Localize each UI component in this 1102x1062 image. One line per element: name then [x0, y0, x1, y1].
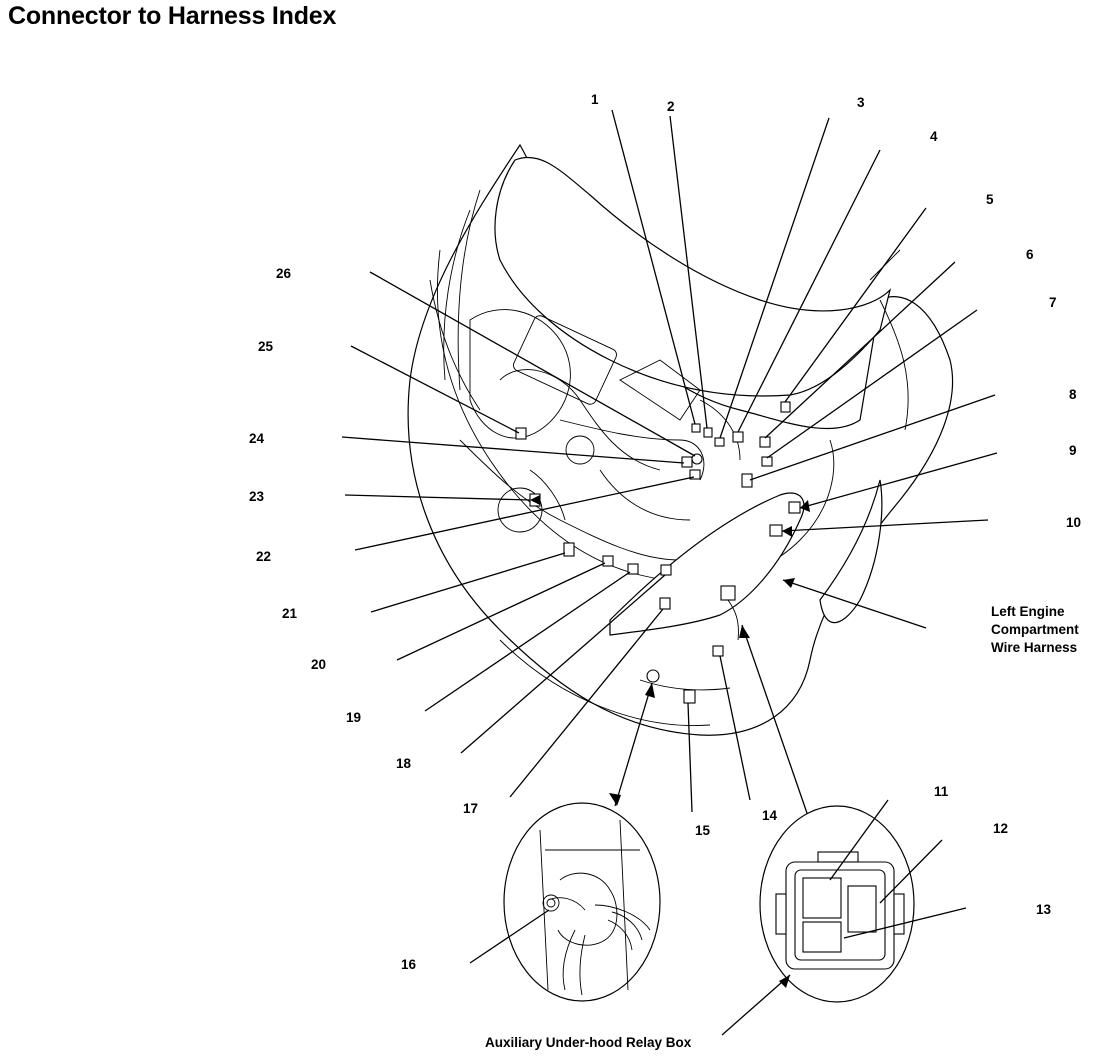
connector-22-icon — [689, 469, 701, 480]
callout-3: 3 — [857, 95, 865, 110]
connector-15-icon — [683, 689, 696, 704]
connector-14-icon — [712, 645, 724, 657]
connector-21-icon — [563, 542, 575, 557]
arrowheads — [530, 495, 810, 806]
callout-4: 4 — [930, 129, 938, 144]
callout-leader-lines — [341, 109, 998, 817]
callout-1: 1 — [591, 92, 599, 107]
connector-17-icon — [659, 597, 671, 610]
relay-box-label: Auxiliary Under-hood Relay Box — [485, 1035, 692, 1050]
inset-harness-terminal — [503, 802, 661, 1002]
callout-22: 22 — [256, 549, 271, 564]
terminal-12-icon — [847, 885, 877, 933]
connector-8-icon — [741, 473, 753, 488]
harness-label-line2: Compartment — [991, 622, 1079, 637]
callout-25: 25 — [258, 339, 274, 354]
connector-6-icon — [759, 436, 771, 448]
connector-5-icon — [780, 401, 791, 413]
connector-19-icon — [627, 563, 639, 575]
connector-25-icon — [515, 427, 527, 440]
page-title: Connector to Harness Index — [8, 2, 337, 30]
connector-26-icon — [691, 453, 703, 465]
connector-11-13-icon — [720, 585, 736, 601]
engine-compartment-illustration — [407, 143, 954, 736]
connector-3-icon — [714, 437, 725, 447]
connector-16-icon — [646, 669, 660, 683]
lower-bumper-lip — [499, 639, 731, 726]
connector-18-icon — [660, 564, 672, 576]
callout-24: 24 — [249, 431, 265, 446]
connector-24-icon — [681, 456, 693, 468]
callout-20: 20 — [311, 657, 326, 672]
connector-10-icon — [769, 524, 783, 537]
harness-label-line3: Wire Harness — [991, 640, 1077, 655]
terminal-13-icon — [802, 921, 842, 953]
callout-13: 13 — [1036, 902, 1052, 917]
callout-numbers: 1 2 3 4 5 6 7 8 9 10 11 12 13 14 15 16 1… — [249, 92, 1081, 972]
callout-23: 23 — [249, 489, 265, 504]
callout-18: 18 — [396, 756, 412, 771]
connector-4-icon — [732, 431, 744, 443]
callout-8: 8 — [1069, 387, 1077, 402]
callout-14: 14 — [762, 808, 778, 823]
callout-16: 16 — [401, 957, 417, 972]
connector-20-icon — [602, 555, 614, 567]
callout-6: 6 — [1026, 247, 1034, 262]
relay-box-wire — [727, 599, 739, 641]
callout-12: 12 — [993, 821, 1008, 836]
callout-19: 19 — [346, 710, 361, 725]
connector-9-icon — [788, 501, 801, 514]
left-fender-detail — [443, 189, 481, 391]
component-labels: Left Engine Compartment Wire Harness Aux… — [485, 604, 1079, 1050]
callout-11: 11 — [934, 784, 949, 799]
callout-17: 17 — [463, 801, 478, 816]
callout-9: 9 — [1069, 443, 1077, 458]
callout-21: 21 — [282, 606, 298, 621]
connector-2-icon — [703, 427, 713, 438]
engine-bay-outline — [437, 249, 835, 583]
callout-26: 26 — [276, 266, 292, 281]
harness-label-line1: Left Engine — [991, 604, 1065, 619]
connector-7-icon — [761, 456, 773, 467]
callout-10: 10 — [1066, 515, 1081, 530]
inset-relay-box-connector — [759, 799, 967, 1003]
callout-2: 2 — [667, 99, 675, 114]
callout-7: 7 — [1049, 295, 1057, 310]
connector-1-icon — [691, 423, 701, 433]
callout-5: 5 — [986, 192, 994, 207]
terminal-11-icon — [802, 877, 842, 919]
callout-15: 15 — [695, 823, 711, 838]
harness-cover — [609, 492, 805, 636]
